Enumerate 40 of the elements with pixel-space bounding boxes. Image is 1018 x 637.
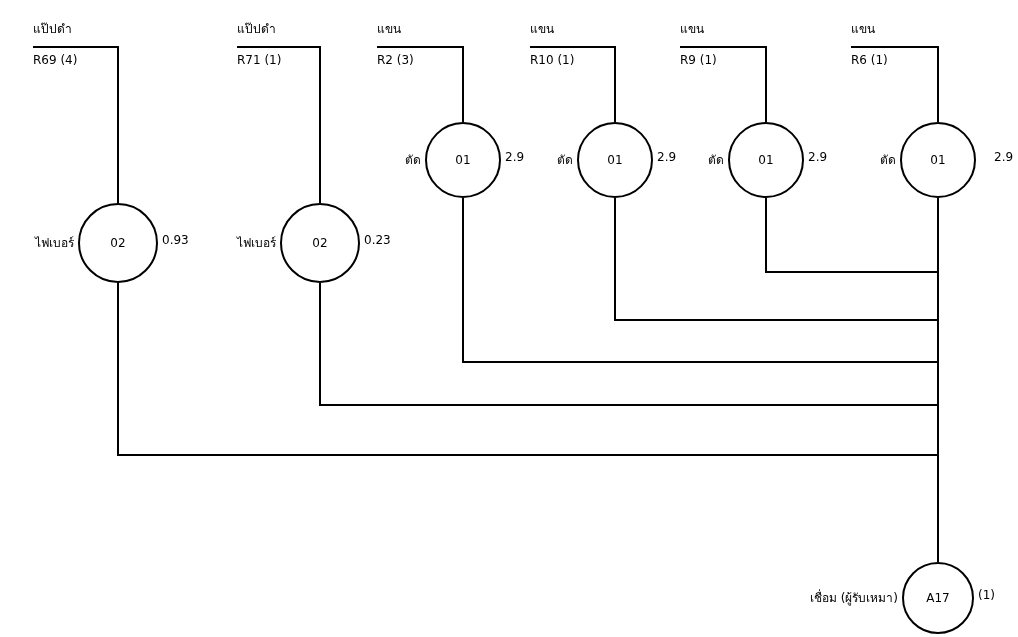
connector-line: [462, 46, 464, 123]
time-label: 2.9: [994, 150, 1014, 164]
operation-circle: 02: [78, 203, 158, 283]
operation-label: ไฟเบอร์: [35, 235, 74, 252]
time-label: 2.9: [808, 150, 828, 164]
operation-label: ไฟเบอร์: [237, 235, 276, 252]
part-code: R2 (3): [377, 53, 414, 67]
part-code: R71 (1): [237, 53, 282, 67]
time-label: 2.9: [505, 150, 525, 164]
operation-circle: 01: [900, 122, 976, 198]
time-label: 2.9: [657, 150, 677, 164]
operation-label: ตัด: [405, 152, 421, 169]
material-name: แป๊ปดำ: [237, 21, 276, 38]
operation-circle: 02: [280, 203, 360, 283]
operation-label: ตัด: [880, 152, 896, 169]
connector-line: [937, 197, 939, 563]
time-label: (1): [978, 588, 995, 602]
operation-label: ตัด: [708, 152, 724, 169]
part-code: R69 (4): [33, 53, 78, 67]
part-code: R9 (1): [680, 53, 717, 67]
connector-line: [765, 46, 767, 123]
operation-circle: 01: [728, 122, 804, 198]
operation-circle: 01: [577, 122, 653, 198]
material-name: แขน: [680, 21, 704, 38]
connector-line: [117, 46, 119, 204]
material-name: แขน: [851, 21, 875, 38]
operation-label: ตัด: [557, 152, 573, 169]
time-label: 0.23: [364, 233, 391, 247]
operation-label: เชื่อม (ผู้รับเหมา): [809, 588, 898, 607]
connector-line: [937, 46, 939, 123]
operation-circle: 01: [425, 122, 501, 198]
part-code: R6 (1): [851, 53, 888, 67]
part-code: R10 (1): [530, 53, 575, 67]
material-name: แขน: [377, 21, 401, 38]
operation-circle: A17: [902, 562, 974, 634]
material-name: แขน: [530, 21, 554, 38]
connector-line: [614, 46, 616, 123]
connector-line: [319, 46, 321, 204]
material-name: แป๊ปดำ: [33, 21, 72, 38]
time-label: 0.93: [162, 233, 189, 247]
